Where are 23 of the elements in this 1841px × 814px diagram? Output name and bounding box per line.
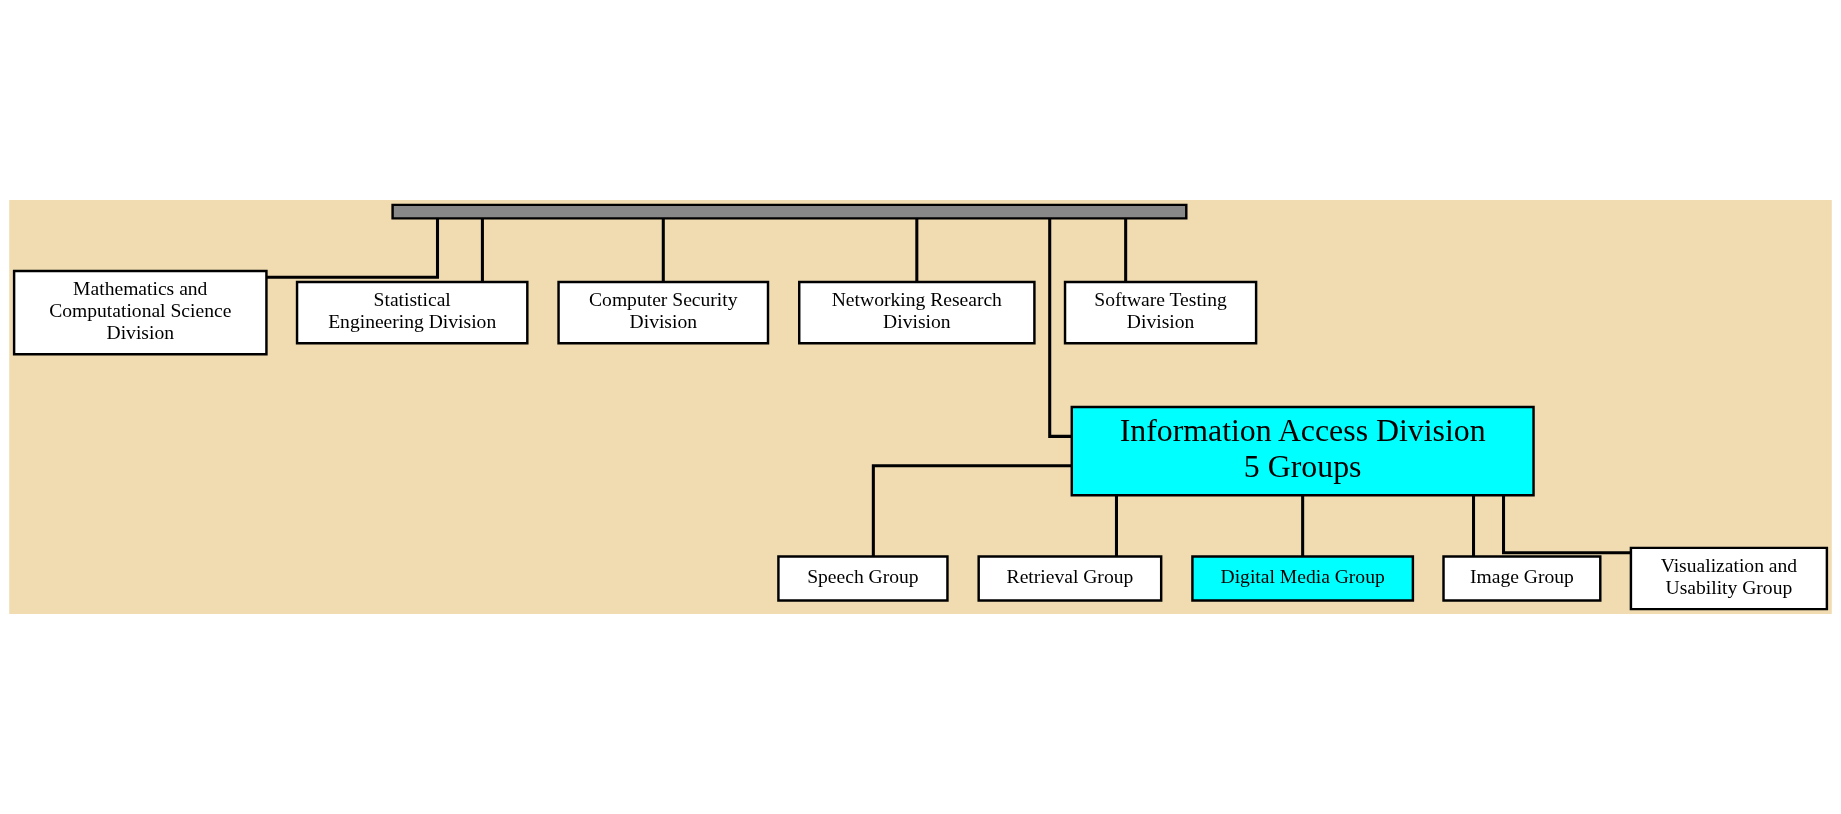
connector bbox=[1502, 495, 1631, 555]
connector bbox=[1048, 218, 1072, 438]
connector bbox=[661, 218, 665, 282]
node-box: Mathematics and Computational Science Division bbox=[12, 269, 268, 356]
node-box: Visualization and Usability Group bbox=[1629, 546, 1829, 611]
node-box: Digital Media Group bbox=[1191, 555, 1415, 602]
connector bbox=[915, 218, 919, 282]
connector bbox=[1472, 495, 1476, 557]
node-box: Retrieval Group bbox=[977, 555, 1163, 602]
node-box: Information Access Division 5 Groups bbox=[1070, 405, 1535, 497]
node-box: Networking Research Division bbox=[798, 280, 1036, 345]
connector bbox=[1114, 495, 1118, 557]
node-box bbox=[391, 203, 1188, 220]
node-box: Image Group bbox=[1442, 555, 1602, 602]
connector bbox=[480, 218, 484, 282]
node-box: Computer Security Division bbox=[557, 280, 770, 345]
node-box: Software Testing Division bbox=[1063, 280, 1258, 345]
connector bbox=[1124, 218, 1128, 282]
connector bbox=[1301, 495, 1305, 557]
node-box: Statistical Engineering Division bbox=[295, 280, 529, 345]
connector bbox=[266, 218, 440, 279]
connector bbox=[871, 464, 1072, 557]
node-box: Speech Group bbox=[777, 555, 949, 602]
